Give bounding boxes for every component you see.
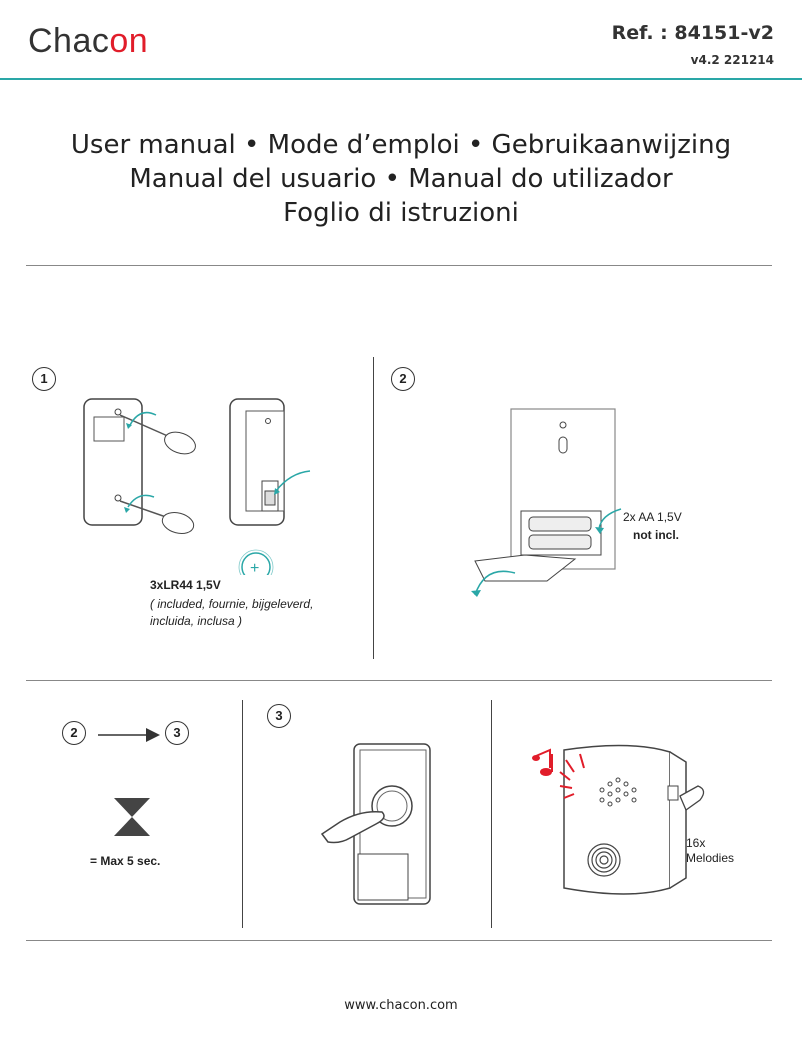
top-section-divider bbox=[373, 357, 374, 659]
melody-count: 16x bbox=[686, 836, 706, 850]
step-1-battery-label: 3xLR44 1,5V bbox=[150, 578, 221, 592]
bottom-divider-right bbox=[491, 700, 492, 928]
step-3-number: 3 bbox=[267, 704, 291, 728]
title-line-1: User manual • Mode d’emploi • Gebruikaan… bbox=[70, 130, 732, 160]
step-2-battery-note: not incl. bbox=[633, 528, 679, 542]
reference-number: Ref. : 84151-v2 bbox=[611, 22, 774, 44]
title-line-3: Foglio di istruzioni bbox=[283, 198, 519, 228]
bottom-divider-left bbox=[242, 700, 243, 928]
middle-divider bbox=[26, 680, 772, 681]
pairing-to-number: 3 bbox=[165, 721, 189, 745]
brand-logo: Chacon bbox=[28, 22, 149, 60]
arrow-right-icon bbox=[98, 728, 160, 742]
footer-url[interactable]: www.chacon.com bbox=[344, 998, 458, 1013]
step-1-battery-note-line1: ( included, fournie, bijgeleverd, bbox=[150, 597, 314, 611]
pairing-max-time: = Max 5 sec. bbox=[90, 854, 161, 868]
title-divider bbox=[26, 265, 772, 266]
svg-text:+: + bbox=[250, 560, 259, 575]
header-divider bbox=[0, 78, 802, 80]
manual-titles: User manual • Mode d’emploi • Gebruikaan… bbox=[0, 128, 802, 230]
brand-logo-power: on bbox=[109, 22, 149, 60]
step-2-number: 2 bbox=[391, 367, 415, 391]
step-1-number: 1 bbox=[32, 367, 56, 391]
pairing-from-number: 2 bbox=[62, 721, 86, 745]
melody-label: Melodies bbox=[686, 851, 735, 865]
hourglass-icon bbox=[114, 798, 150, 836]
step-3-doorbell-illustration bbox=[320, 743, 431, 905]
step-3-chime-illustration bbox=[532, 744, 705, 895]
title-line-2: Manual del usuario • Manual do utilizado… bbox=[129, 164, 673, 194]
bottom-divider bbox=[26, 940, 772, 941]
step-2-battery-label: 2x AA 1,5V bbox=[623, 510, 682, 524]
step-1-battery-note-line2: incluida, inclusa ) bbox=[150, 614, 243, 628]
version-number: v4.2 221214 bbox=[690, 53, 774, 67]
step-2-illustration bbox=[471, 408, 622, 597]
step-1-illustration: + bbox=[83, 398, 311, 575]
